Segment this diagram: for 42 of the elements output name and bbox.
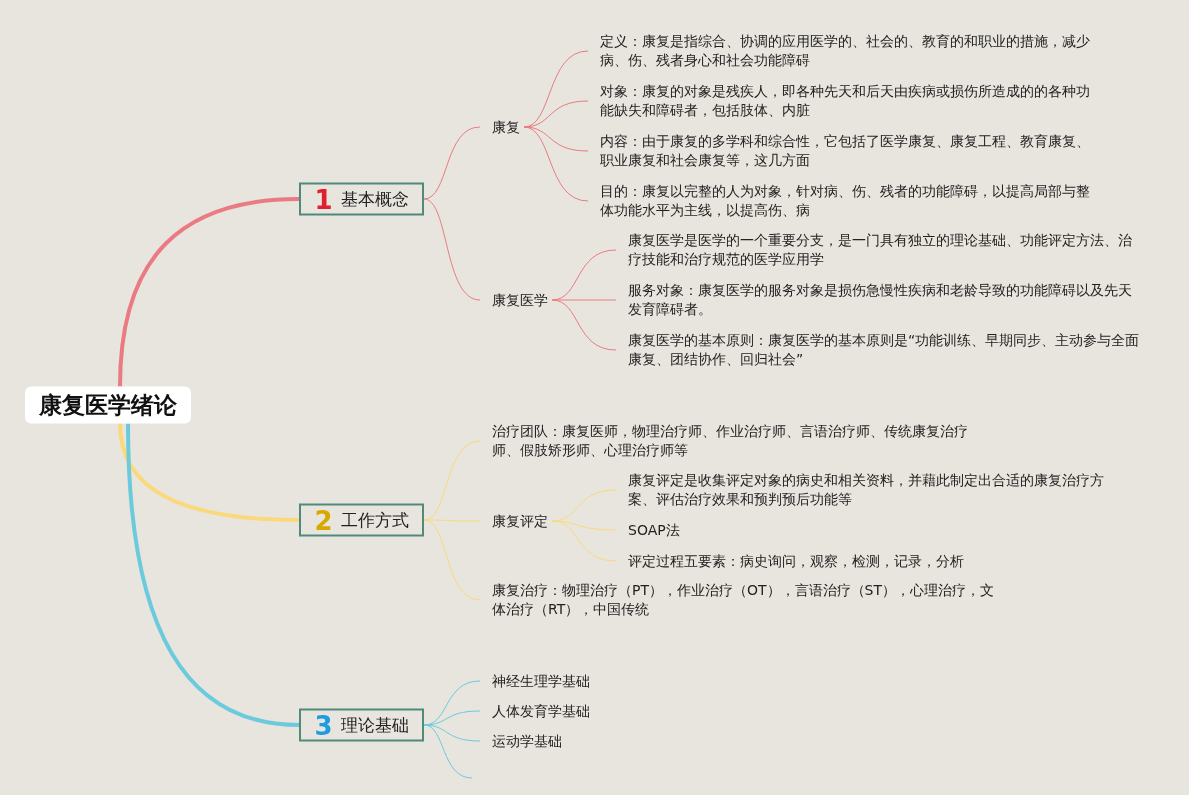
node-text: 目的：康复以完整的人为对象，针对病、伤、残者的功能障碍，以提高局部与整体功能水平为主线，以提高伤、病 xyxy=(588,182,1100,220)
topic-label: 基本概念 xyxy=(340,189,409,209)
node-text: 评定过程五要素：病史询问，观察，检测，记录，分析 xyxy=(616,551,964,571)
node-text: 神经生理学基础 xyxy=(480,671,590,691)
node-text: 康复 xyxy=(480,117,520,137)
branch-line xyxy=(551,299,617,351)
branch-line xyxy=(118,423,300,522)
topic-label: 理论基础 xyxy=(340,715,409,735)
node-text: 康复治疗：物理治疗（PT），作业治疗（OT），言语治疗（ST），心理治疗，文体治疗（RT），中国传统 xyxy=(480,581,1007,619)
number-label: 3 xyxy=(314,710,333,740)
branch-line xyxy=(423,519,481,601)
branch-line xyxy=(423,724,473,779)
branch-line xyxy=(523,126,589,152)
branch-line xyxy=(126,423,300,727)
node-text: 人体发育学基础 xyxy=(480,701,590,721)
node-text: 康复医学是医学的一个重要分支，是一门具有独立的理论基础、功能评定方法、治疗技能和治疗规范的医学应用学 xyxy=(616,231,1140,269)
branch-line xyxy=(551,520,617,531)
node-text: 康复评定是收集评定对象的病史和相关资料，并藉此制定出合适的康复治疗方案、评估治疗效果和预判预后功能等 xyxy=(616,471,1118,509)
number-label: 2 xyxy=(314,505,333,535)
root-box: 康复医学绪论 xyxy=(25,386,191,424)
topic-box xyxy=(299,708,424,742)
branch-line xyxy=(423,710,481,726)
branch-line xyxy=(551,299,617,301)
branch-line xyxy=(423,198,481,301)
branch-line xyxy=(551,520,617,562)
branch-line xyxy=(523,126,589,202)
topic-box xyxy=(299,503,424,537)
branch-line xyxy=(423,126,481,200)
node-text: 内容：由于康复的多学科和综合性，它包括了医学康复、康复工程、教育康复、职业康复和社会康复等，这几方面 xyxy=(588,132,1100,170)
node-text: 运动学基础 xyxy=(480,731,562,751)
node-text: 定义：康复是指综合、协调的应用医学的、社会的、教育的和职业的措施，减少病、伤、残者身心和社会功能障碍 xyxy=(588,32,1100,70)
topic-box xyxy=(299,182,424,216)
node-text: SOAP法 xyxy=(616,520,680,540)
number-label: 1 xyxy=(314,184,333,214)
node-text: 康复医学 xyxy=(480,290,548,310)
node-text: 治疗团队：康复医师，物理治疗师、作业治疗师、言语治疗师、传统康复治疗师、假肢矫形师、心理治疗师等 xyxy=(480,422,982,460)
branch-line xyxy=(118,197,300,387)
node-text: 康复医学的基本原则：康复医学的基本原则是“功能训练、早期同步、主动参与全面康复、团结协作、回归社会” xyxy=(616,331,1140,369)
node-text: 服务对象：康复医学的服务对象是损伤急慢性疾病和老龄导致的功能障碍以及先天发育障碍者。 xyxy=(616,281,1140,319)
topic-label: 工作方式 xyxy=(340,510,409,530)
node-text: 康复评定 xyxy=(480,511,548,531)
node-text: 对象：康复的对象是残疾人，即各种先天和后天由疾病或损伤所造成的的各种功能缺失和障碍者，包括肢体、内脏 xyxy=(588,82,1100,120)
